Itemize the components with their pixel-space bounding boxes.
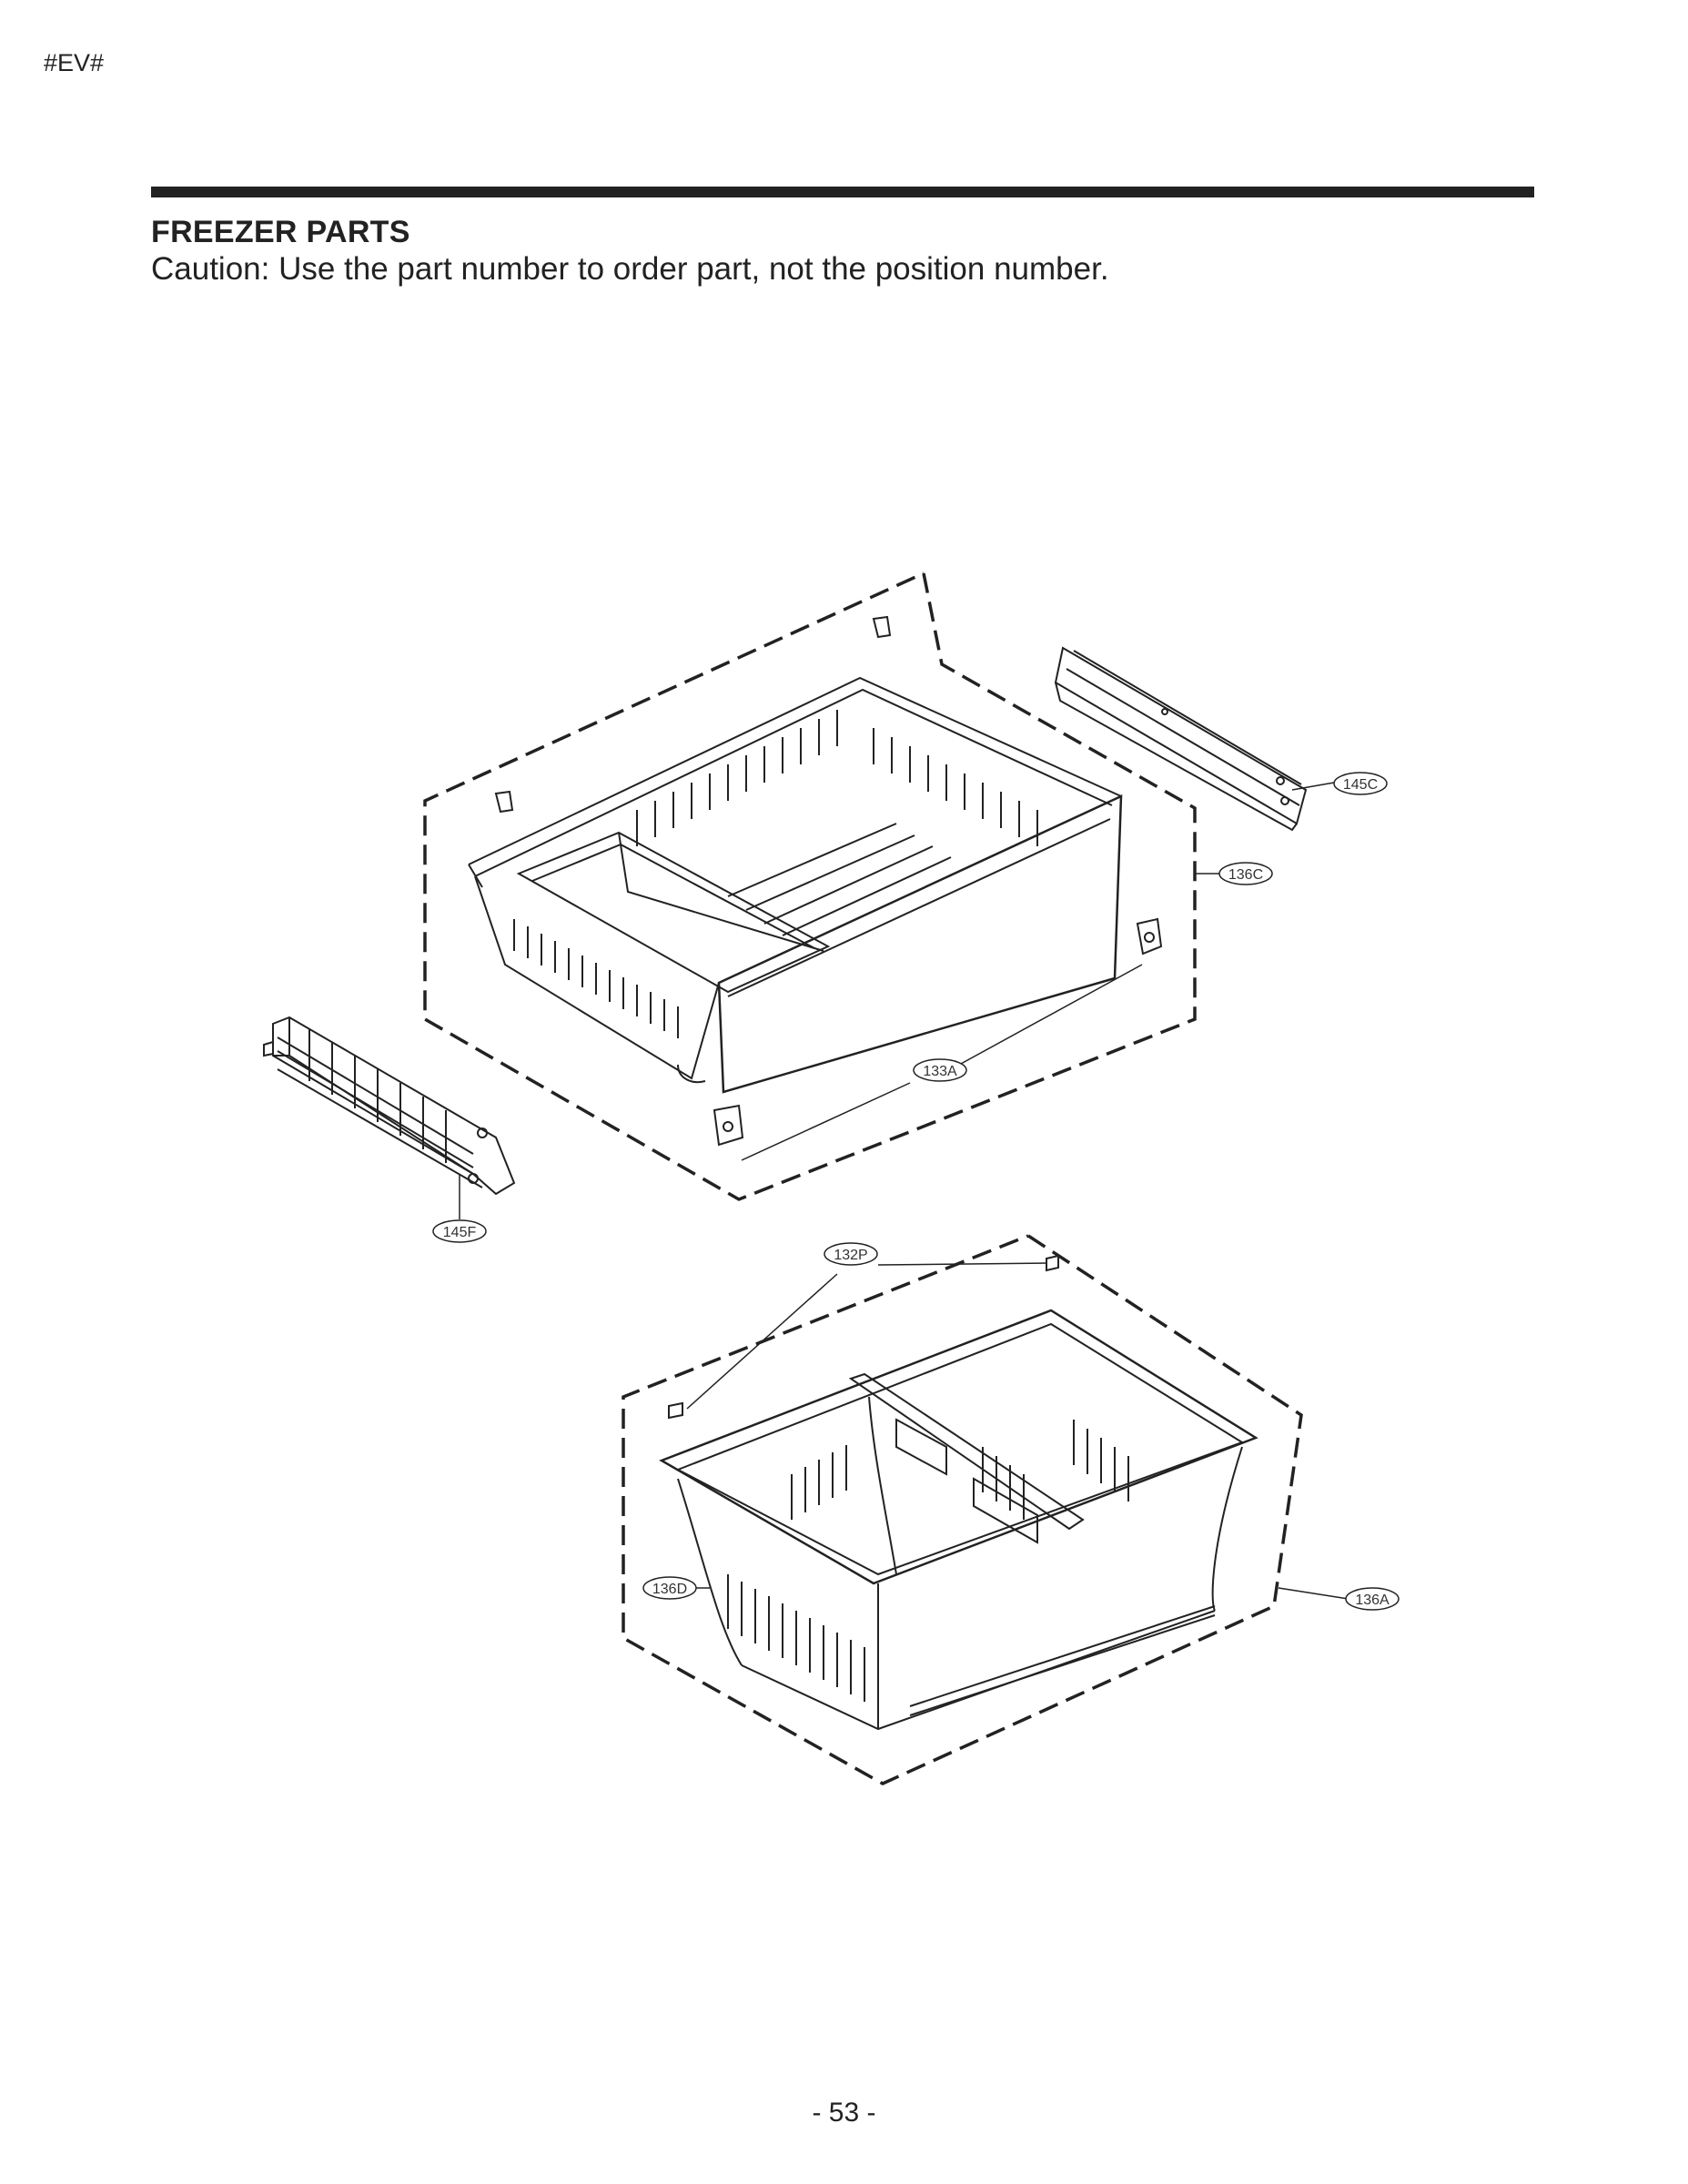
svg-text:145F: 145F: [443, 1225, 477, 1240]
roller-parts: [713, 917, 1163, 1147]
svg-text:136D: 136D: [652, 1582, 687, 1597]
page-code: #EV#: [44, 49, 105, 76]
page-number: - 53 -: [812, 2098, 876, 2128]
callout-136A: 136A: [1345, 1587, 1400, 1611]
clip-parts: [494, 615, 892, 814]
svg-text:132P: 132P: [834, 1248, 867, 1263]
svg-text:136A: 136A: [1355, 1592, 1390, 1608]
callout-136C: 136C: [1218, 862, 1273, 885]
grille-145F: [263, 1016, 516, 1196]
callout-136D: 136D: [642, 1576, 697, 1600]
callout-145C: 145C: [1333, 772, 1388, 795]
leader-lines: [459, 782, 1355, 1601]
callout-145F: 145F: [432, 1219, 487, 1243]
callout-132P: 132P: [824, 1242, 878, 1266]
callout-133A: 133A: [913, 1058, 967, 1082]
svg-text:145C: 145C: [1343, 777, 1378, 793]
lower-basket: [659, 1254, 1258, 1731]
svg-text:136C: 136C: [1228, 867, 1263, 883]
section-title: FREEZER PARTS: [151, 215, 410, 249]
lower-assembly-boundary: [622, 1234, 1303, 1785]
upper-drawer: [468, 676, 1123, 1094]
rail-145C: [1054, 646, 1308, 832]
caution-note: Caution: Use the part number to order pa…: [151, 251, 1109, 287]
svg-text:133A: 133A: [923, 1064, 957, 1079]
header-rule: [151, 187, 1534, 197]
